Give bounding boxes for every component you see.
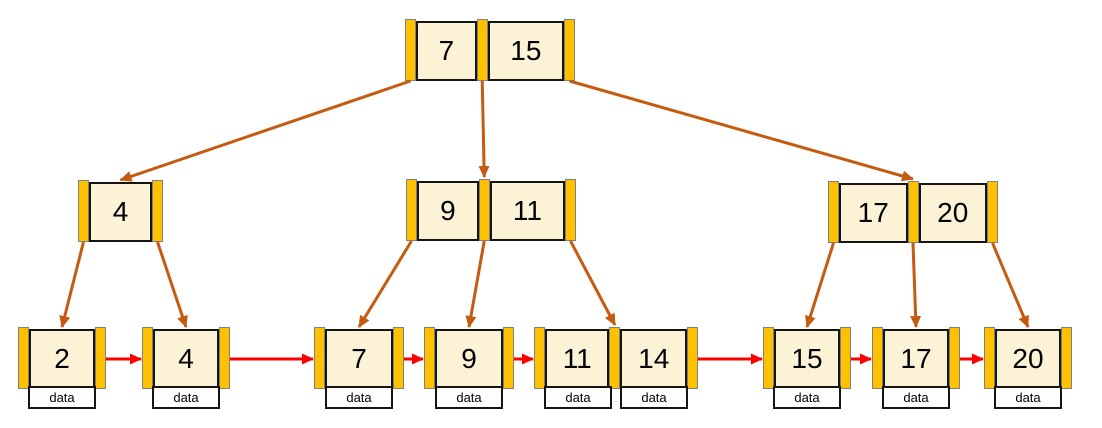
data-box: data	[28, 386, 96, 409]
key-cell: 9	[435, 329, 503, 389]
node-4-p1	[152, 180, 163, 242]
leaf-11-14: 11 14 data data	[534, 327, 699, 409]
key-text: 11	[512, 195, 542, 226]
leaf-9-p0	[424, 327, 435, 389]
key-text: 17	[857, 197, 889, 228]
node-17-20-p0	[828, 181, 839, 243]
leaf-4: 4 data	[142, 327, 230, 409]
node-17-20-p2	[987, 181, 998, 243]
data-box: data	[620, 386, 688, 409]
key-cell: 7	[325, 329, 393, 389]
key-cell: 17	[839, 183, 908, 243]
leaf-15: 15 data	[763, 327, 851, 409]
leaf-9-p1	[503, 327, 514, 389]
leaf-4-p0	[142, 327, 153, 389]
key-cell: 15	[774, 329, 840, 389]
leaf-7-p1	[393, 327, 404, 389]
leaf-11-14-p0	[534, 327, 545, 389]
key-text: 20	[937, 197, 969, 228]
key-text: 20	[1012, 343, 1044, 374]
key-cell: 4	[153, 329, 219, 389]
leaf-7: 7 data	[314, 327, 404, 409]
key-text: 11	[562, 343, 592, 374]
data-box-label: data	[49, 390, 75, 405]
leaf-2: 2 data	[18, 327, 106, 409]
key-text: 7	[351, 343, 367, 374]
key-text: 14	[638, 343, 670, 374]
data-box-label: data	[565, 390, 591, 405]
data-box: data	[773, 386, 841, 409]
node-root-p1	[476, 19, 488, 81]
leaf-2-p1	[95, 327, 106, 389]
data-box-label: data	[1015, 390, 1041, 405]
key-text: 4	[112, 196, 129, 227]
key-cell: 14	[620, 329, 688, 389]
data-box-label: data	[456, 390, 482, 405]
leaf-11-14-p2	[687, 327, 699, 389]
data-box: data	[882, 386, 950, 409]
data-box-label: data	[346, 390, 372, 405]
node-17-20-p1	[907, 181, 919, 243]
node-9-11-p1	[478, 179, 490, 241]
leaf-17-p0	[872, 327, 883, 389]
data-box: data	[544, 386, 612, 409]
leaf-20: 20 data	[984, 327, 1072, 409]
data-box: data	[325, 386, 393, 409]
key-cell: 20	[995, 329, 1061, 389]
key-cell: 11	[545, 329, 610, 389]
leaf-17-p1	[949, 327, 960, 389]
key-cell: 9	[417, 181, 479, 241]
node-9-11-p0	[406, 179, 417, 241]
key-text: 15	[791, 343, 823, 374]
data-box: data	[152, 386, 220, 409]
leaf-20-p0	[984, 327, 995, 389]
data-box: data	[994, 386, 1062, 409]
leaf-2-p0	[18, 327, 29, 389]
key-text: 7	[438, 35, 455, 66]
key-cell: 4	[89, 182, 152, 242]
node-root: 7 15	[405, 19, 576, 81]
node-9-11: 9 11	[406, 179, 576, 241]
key-cell: 7	[416, 21, 477, 81]
key-cell: 20	[918, 183, 987, 243]
data-box-label: data	[903, 390, 929, 405]
data-box-label: data	[794, 390, 820, 405]
key-cell: 11	[489, 181, 565, 241]
key-text: 15	[510, 35, 542, 66]
node-4: 4	[78, 180, 163, 242]
key-cell: 15	[487, 21, 565, 81]
leaf-7-p0	[314, 327, 325, 389]
key-text: 9	[461, 343, 477, 374]
key-text: 4	[178, 343, 194, 374]
leaf-15-p0	[763, 327, 774, 389]
leaf-11-14-p1	[609, 327, 621, 389]
leaf-9: 9 data	[424, 327, 514, 409]
node-17-20: 17 20	[828, 181, 998, 243]
node-4-p0	[78, 180, 89, 242]
node-root-p0	[405, 19, 416, 81]
data-box-label: data	[173, 390, 199, 405]
key-cell: 2	[29, 329, 95, 389]
key-text: 9	[440, 195, 456, 226]
leaf-4-p1	[219, 327, 230, 389]
data-box-label: data	[641, 390, 667, 405]
leaf-15-p1	[840, 327, 851, 389]
key-cell: 17	[883, 329, 949, 389]
node-9-11-p2	[565, 179, 576, 241]
key-text: 2	[54, 343, 70, 374]
key-text: 17	[900, 343, 932, 374]
node-root-p2	[564, 19, 576, 81]
leaf-20-p1	[1061, 327, 1072, 389]
leaf-17: 17 data	[872, 327, 960, 409]
data-box: data	[435, 386, 503, 409]
